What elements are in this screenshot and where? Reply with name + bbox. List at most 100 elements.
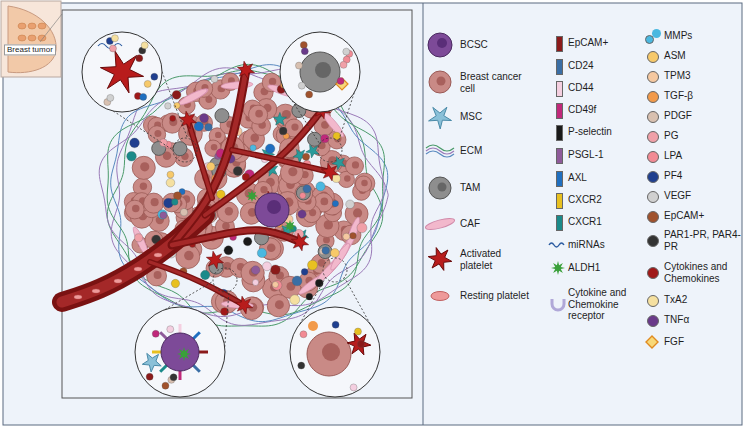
factor-dot	[250, 145, 256, 151]
ecm-icon	[426, 151, 454, 157]
legend-swatch	[556, 81, 563, 97]
resting-platelet-icon	[431, 292, 449, 301]
cancer-cell-nucleus	[291, 123, 298, 130]
factor-dot	[243, 237, 252, 246]
factor-dot	[140, 93, 147, 100]
tam-cell	[308, 132, 322, 146]
factor-dot	[316, 182, 325, 191]
cancer-cell-nucleus	[154, 130, 161, 137]
aldh1-icon	[551, 261, 565, 275]
factor-dot	[272, 280, 282, 290]
legend-label: miRNAs	[568, 239, 605, 251]
factor-dot	[207, 162, 215, 170]
blood-vessel	[172, 230, 300, 245]
blood-vessel	[232, 150, 330, 172]
factor-dot	[295, 62, 302, 69]
factor-dot	[167, 171, 174, 178]
cancer-cell-nucleus	[215, 132, 221, 138]
cancer-cell-nucleus	[352, 161, 359, 168]
cancer-cell-nucleus	[184, 251, 194, 261]
cancer-cell-nucleus	[353, 208, 362, 217]
cancer-cell	[249, 105, 268, 124]
legend-label: BCSC	[460, 39, 488, 51]
factor-dot	[301, 268, 308, 275]
factor-dot	[303, 185, 311, 193]
zoom-target	[323, 258, 347, 282]
blood-vessel	[188, 120, 212, 198]
factor-dot	[262, 262, 271, 271]
resting-platelet	[134, 267, 142, 271]
factor-dot	[298, 362, 305, 369]
factor-dot	[146, 373, 153, 380]
factor-dot	[160, 139, 168, 147]
bcsc-cell	[255, 193, 289, 227]
factor-dot	[109, 45, 116, 52]
legend-swatch	[645, 35, 654, 44]
ecm-fiber	[111, 69, 388, 326]
factor-dot	[252, 279, 258, 285]
bcsc-icon-nucleus	[437, 38, 447, 48]
factor-dot	[170, 374, 177, 381]
factor-dot	[160, 212, 167, 219]
breast-image	[1, 1, 62, 77]
cancer-cell-nucleus	[222, 222, 230, 230]
factor-dot	[330, 249, 339, 258]
factor-dot	[224, 246, 233, 255]
tam-cell	[318, 245, 332, 259]
factor-dot	[357, 340, 364, 347]
fgf-mark	[336, 78, 348, 90]
blood-vessel	[172, 70, 246, 245]
factor-dot	[350, 232, 357, 239]
legend-swatch	[556, 59, 563, 75]
legend-label: Cytokine and Chemokine receptor	[568, 287, 648, 322]
factor-dot	[306, 91, 313, 98]
legend-swatch	[647, 267, 659, 279]
receptor-bar	[160, 332, 167, 339]
activated-platelet	[100, 51, 143, 93]
zoom-inset	[280, 32, 360, 162]
legend-swatch	[647, 211, 659, 223]
legend-swatch	[556, 36, 563, 52]
legend-label: Breast cancer cell	[460, 71, 532, 94]
factor-dot	[111, 35, 118, 42]
factor-dot	[144, 80, 151, 87]
legend-label: Resting platelet	[460, 290, 529, 302]
legend-label: ALDH1	[568, 262, 600, 274]
legend-swatch	[556, 103, 563, 119]
legend-label: ASM	[664, 50, 686, 62]
factor-dot	[292, 276, 302, 286]
factor-dot	[332, 321, 339, 328]
legend-label: LPA	[664, 150, 682, 162]
factor-dot	[167, 326, 174, 333]
cancer-cell-nucleus	[320, 198, 328, 206]
factor-dot	[172, 90, 181, 99]
mirna-icon	[549, 243, 564, 247]
factor-dot	[211, 76, 218, 83]
legend-label: Cytokines and Chemokines	[664, 261, 742, 284]
zoom-circle	[135, 307, 225, 397]
factor-dot	[302, 153, 309, 160]
caf-cell	[328, 242, 352, 272]
receptor-bar	[193, 332, 200, 339]
cancer-cell-nucleus	[211, 144, 218, 151]
breast-lobule	[28, 35, 36, 41]
legend-label: PDGF	[664, 110, 692, 122]
cancer-cell	[125, 200, 144, 219]
zoom-leader	[113, 111, 173, 150]
caf-cell	[178, 86, 210, 107]
legend-swatch	[647, 71, 659, 83]
tam-cell	[300, 52, 340, 92]
blood-vessel-lumen	[172, 230, 300, 245]
bcsc-icon	[428, 33, 452, 57]
breast-image-frame	[1, 1, 61, 77]
factor-dot	[279, 127, 287, 135]
activated-platelet-icon	[428, 248, 452, 271]
factor-dot	[290, 295, 300, 305]
factor-dot	[271, 265, 281, 275]
legend-swatch	[647, 191, 659, 203]
factor-dot	[151, 73, 158, 80]
legend-swatch	[647, 131, 659, 143]
factor-dot	[205, 123, 213, 131]
aldh1-mark	[284, 220, 296, 232]
factor-dot	[127, 151, 137, 161]
